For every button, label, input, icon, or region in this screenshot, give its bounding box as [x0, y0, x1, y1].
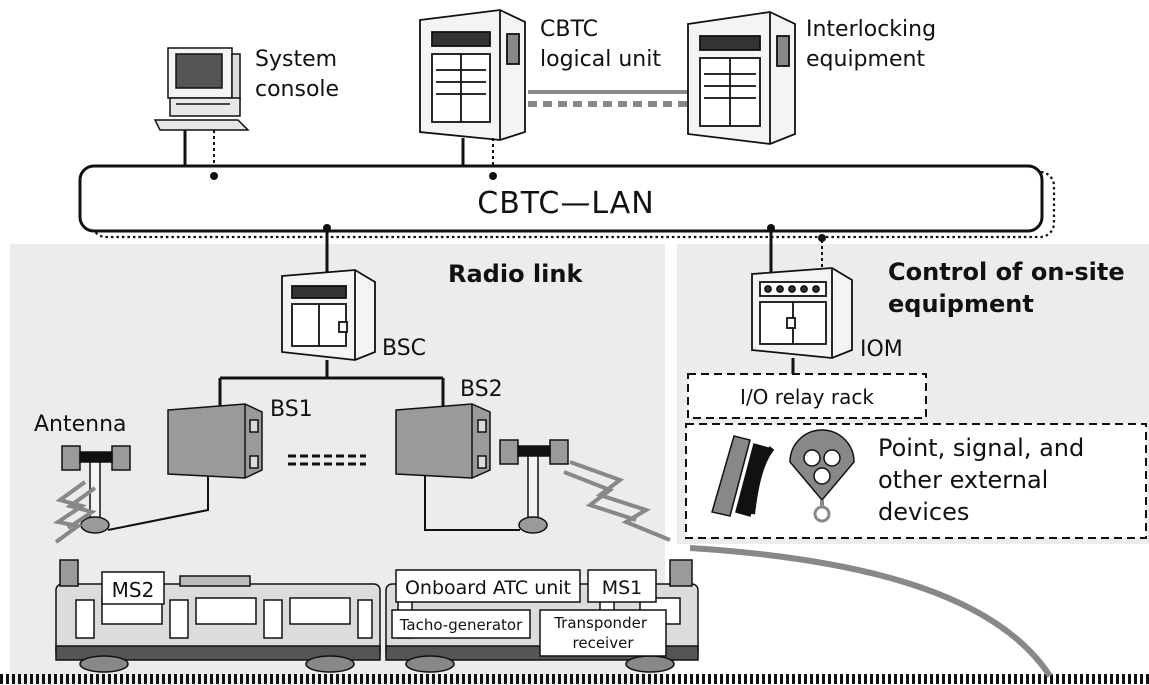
onsite-control-heading-line1: Control of on-site [888, 258, 1125, 286]
cbtc-logical-unit-icon [419, 9, 526, 141]
antenna-label: Antenna [34, 412, 127, 437]
external-devices-label: Point, signal, and other external device… [878, 434, 1092, 526]
lan-node [210, 172, 218, 180]
ms1-box [587, 569, 657, 603]
onsite-control-heading-line2: equipment [888, 290, 1034, 318]
transponder-label-line1: Transponder [553, 614, 648, 632]
interlocking-label: Interlocking equipment [806, 17, 943, 72]
branch-track [689, 545, 1053, 678]
tacho-label: Tacho-generator [399, 616, 523, 634]
bs1-label: BS1 [270, 397, 313, 422]
bs2-antenna-feed [424, 476, 520, 531]
point-switch-icon [711, 435, 775, 517]
external-devices-label-line1: Point, signal, and [878, 434, 1084, 462]
onsite-control-heading: Control of on-site equipment [888, 258, 1133, 318]
onboard-atc-box [395, 569, 581, 603]
bs1-antenna-feed [107, 476, 209, 531]
signal-icon [789, 429, 855, 523]
bs1-base-station-icon [167, 403, 263, 479]
antenna-right-icon [499, 439, 569, 534]
cbtc-logical-unit-label-line1: CBTC [540, 17, 598, 42]
bsc-label: BSC [382, 336, 426, 361]
radio-wave-right-icon [563, 460, 671, 542]
bs2-base-station-icon [395, 403, 491, 479]
bsc-cabinet-icon [281, 269, 376, 361]
io-relay-rack-label: I/O relay rack [740, 385, 874, 409]
interlocking-label-line2: equipment [806, 47, 925, 72]
ms2-label: MS2 [112, 578, 155, 602]
transponder-label-line2: receiver [573, 634, 635, 652]
system-console-label: System console [255, 47, 344, 102]
lan-node [818, 234, 826, 242]
lan-node [767, 224, 775, 232]
ms2-box [101, 571, 165, 605]
iom-cabinet-icon [751, 267, 853, 359]
radio-link-heading: Radio link [448, 260, 583, 288]
cbtc-logical-unit-label: CBTC logical unit [540, 17, 661, 72]
external-devices-label-line3: devices [878, 498, 969, 526]
lan-node [323, 224, 331, 232]
io-relay-rack-box [687, 373, 927, 419]
system-console-icon [153, 47, 250, 131]
interlocking-label-line1: Interlocking [806, 17, 936, 42]
tacho-box [391, 609, 531, 639]
iom-label: IOM [860, 337, 903, 362]
cbtc-lan-bus [78, 164, 1044, 233]
cbtc-logical-unit-label-line2: logical unit [540, 47, 661, 72]
system-console-label-line2: console [255, 77, 339, 102]
lan-node [489, 172, 497, 180]
system-console-label-line1: System [255, 47, 337, 72]
onboard-atc-label: Onboard ATC unit [405, 577, 571, 599]
transponder-label: Transponder receiver [553, 614, 652, 652]
radio-wave-left-icon [52, 480, 97, 544]
ms1-label: MS1 [602, 577, 643, 599]
bs2-label: BS2 [460, 377, 503, 402]
transponder-box [539, 609, 667, 657]
cbtc-lan-label: CBTC—LAN [477, 186, 654, 221]
interlocking-equipment-icon [687, 11, 796, 145]
external-devices-box [685, 423, 1147, 539]
cbtc-lan-bus-backup [90, 170, 1056, 239]
external-devices-label-line2: other external [878, 466, 1048, 494]
